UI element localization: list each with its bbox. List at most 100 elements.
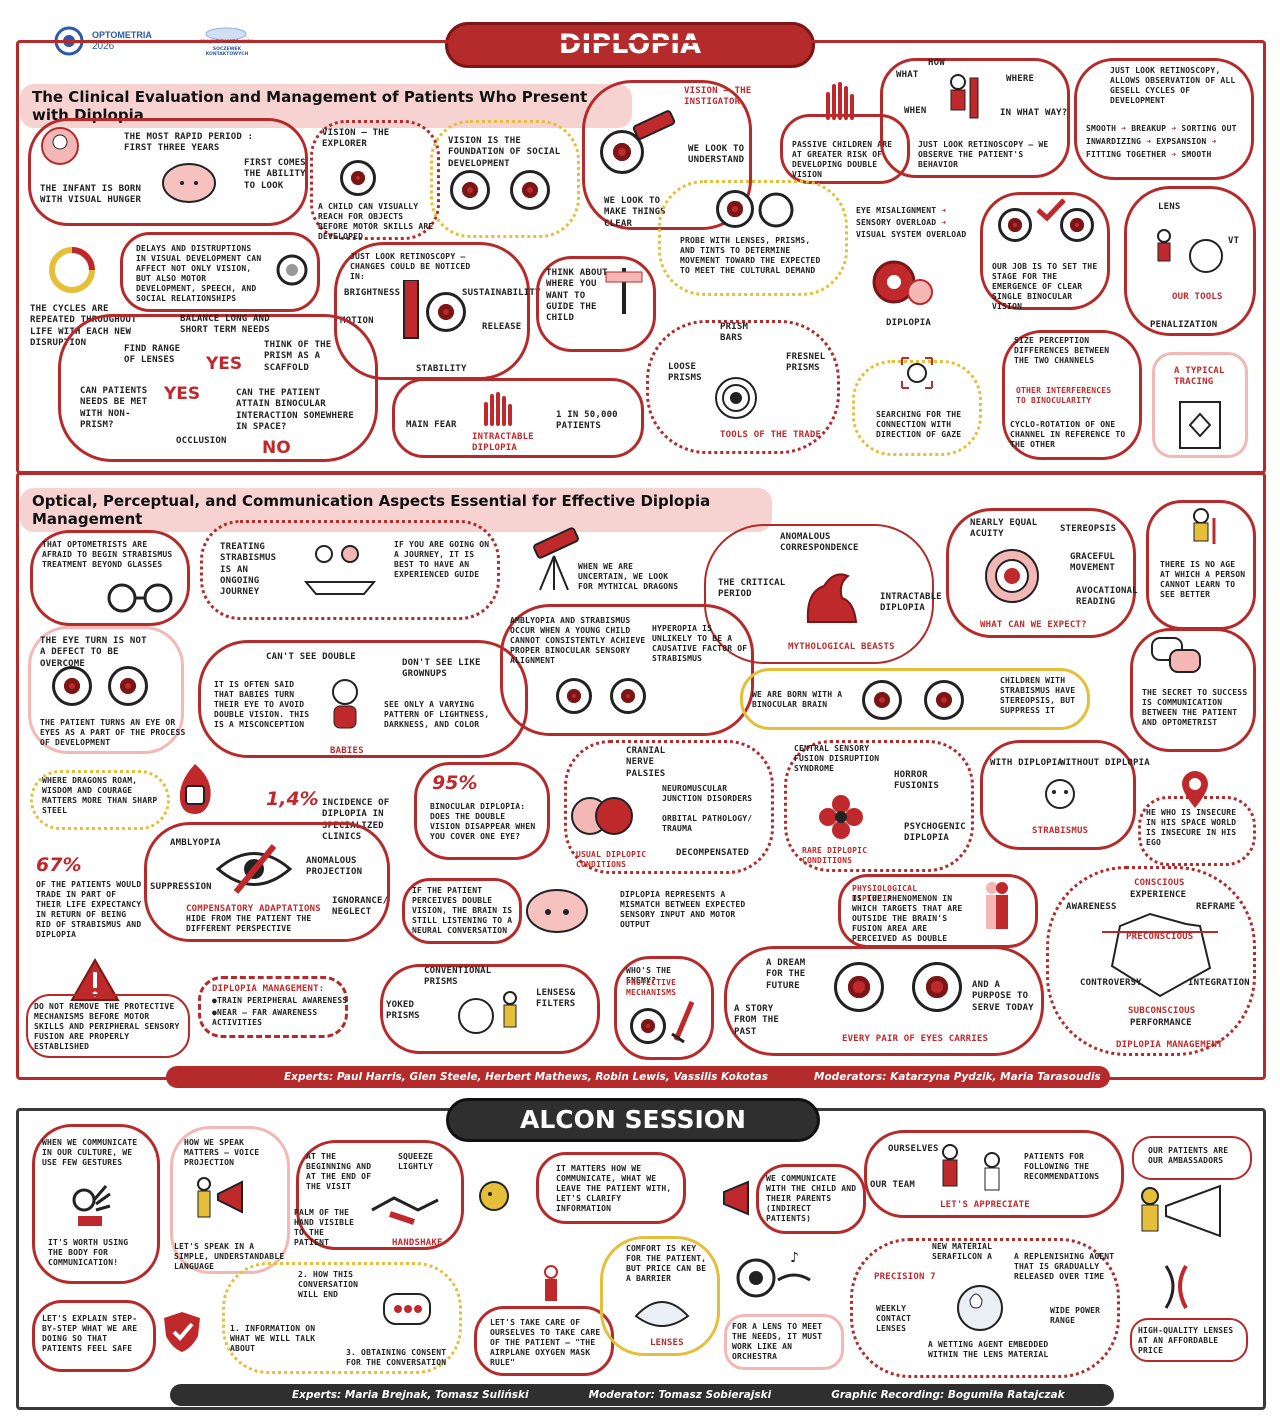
section2-experts: Experts: Paul Harris, Glen Steele, Herbe… — [284, 1071, 769, 1083]
logo-name: OPTOMETRIA — [92, 30, 152, 40]
ourselves-text: Ourselves — [888, 1144, 939, 1154]
communicate-child-text: We communicate with the child and their … — [766, 1174, 857, 1223]
speech-bubbles-icon — [1151, 637, 1201, 673]
our-job-text: Our job is to set the stage for the emer… — [992, 262, 1098, 311]
amblyopia-strab-text: Amblyopia and strabismus occur when a yo… — [510, 616, 646, 665]
yoked-text: Yoked prisms — [386, 1000, 420, 1022]
dragons-roam-text: Where dragons roam, wisdom and courage m… — [42, 776, 158, 815]
neural-bubble — [402, 878, 522, 944]
explorer-bubble — [310, 120, 440, 240]
sensory-label: Sensory overload — [856, 218, 937, 227]
gears-icon — [872, 260, 933, 305]
delays-bubble — [120, 232, 320, 312]
infant-bubble — [28, 118, 308, 226]
gesell-smooth-end: Smooth — [1181, 150, 1212, 159]
when-text: When — [904, 106, 927, 116]
child-reach-text: A child can visually reach for objects b… — [318, 202, 434, 241]
people-thumbs-icon — [942, 1144, 1000, 1191]
infant-born-text: The infant is born with visual hunger — [40, 184, 142, 206]
secret-text: The secret to success is communication b… — [1142, 688, 1248, 727]
wetting-text: A wetting agent embedded within the lens… — [928, 1340, 1049, 1359]
bin-eye-left-icon — [862, 680, 902, 720]
think-guide-text: Think about where you want to guide the … — [546, 268, 608, 323]
cranial-text: Cranial nerve palsies — [626, 746, 666, 779]
vision-explorer-text: Vision – the explorer — [322, 128, 390, 150]
binocular-dip-text: Binocular diplopia: does the double visi… — [430, 802, 536, 841]
section2-title: Optical, Perceptual, and Communication A… — [20, 488, 772, 532]
appreciate-text: Let's appreciate — [940, 1200, 1030, 1210]
contact-lens-logo-icon — [205, 27, 247, 40]
prism-person-icon — [458, 991, 517, 1034]
dream-text: A dream for the future — [766, 958, 806, 991]
lens-flip-icon — [1164, 1264, 1188, 1309]
partner-logo-line2: SOCZEWEK KONTAKTOWYCH — [205, 47, 249, 57]
sensory-overload-text: Sensory overload ➜ — [856, 218, 947, 227]
social-foundation-text: Vision is the foundation of social devel… — [448, 136, 561, 169]
speak-matters-text: How we speak matters – voice projection — [184, 1138, 260, 1167]
section2-footer: Experts: Paul Harris, Glen Steele, Herbe… — [166, 1066, 1110, 1088]
conversation-bubble — [222, 1262, 462, 1374]
nearly-equal-text: Nearly equal acuity — [970, 518, 1038, 540]
other-interference-text: Other interferences to binocularity — [1016, 386, 1112, 405]
afraid-bubble — [30, 530, 190, 626]
conv-prisms-text: Conventional prisms — [424, 966, 492, 988]
babies-turn-text: It is often said that babies turn their … — [214, 680, 310, 729]
baby-icon — [41, 127, 79, 165]
wide-power-text: Wide power range — [1050, 1306, 1101, 1325]
serafilcon-bubble — [850, 1238, 1120, 1378]
amblyopia-text: Amblyopia — [170, 838, 221, 848]
treating-text: Treating strabismus is an ongoing journe… — [220, 542, 277, 597]
telescope-tripod-icon — [533, 527, 579, 591]
searching-text: Searching for the connection with direct… — [876, 410, 962, 439]
pct95-bubble — [414, 762, 550, 860]
gestures-bubble — [32, 1124, 160, 1284]
reframe-text: Reframe — [1196, 902, 1236, 912]
rare-text: Rare diplopic conditions — [802, 846, 868, 865]
body-comm-text: It's worth using the body for communicat… — [48, 1238, 129, 1267]
high-quality-text: High-quality lenses at an affordable pri… — [1138, 1326, 1234, 1355]
instigator-bubble — [582, 80, 752, 230]
performance-text: Performance — [1130, 1018, 1192, 1028]
subconscious-text: Subconscious — [1128, 1006, 1196, 1016]
consent-text: 3. Obtaining consent for the conversatio… — [346, 1348, 447, 1367]
how-text: How — [928, 58, 945, 68]
do-not-remove-text: Do not remove the protective mechanisms … — [34, 1002, 180, 1051]
flower-icon — [819, 795, 863, 839]
brain-icon — [162, 163, 216, 203]
one-in-text: 1 in 50,000 patients — [556, 410, 618, 432]
penalization-text: Penalization — [1150, 320, 1218, 330]
ignorance-text: Ignorance/ neglect — [332, 896, 389, 918]
strabismus-text: Strabismus — [1032, 826, 1089, 836]
born-binocular-text: We are born with a binocular brain — [752, 690, 843, 709]
dragon-icon — [806, 573, 858, 623]
look-understand-text: We look to understand — [688, 144, 745, 166]
loose-prisms-text: Loose prisms — [668, 362, 702, 384]
lenses-text: Lenses — [650, 1338, 684, 1348]
iceberg-icon — [1102, 912, 1218, 998]
main-fear-text: Main fear — [406, 420, 457, 430]
can-attain-text: Can the patient attain binocular interac… — [236, 388, 354, 432]
pct-67: 67% — [36, 854, 82, 876]
our-job-bubble — [980, 192, 1110, 310]
enemy-text: Who's the enemy? — [626, 966, 672, 985]
pct-95: 95% — [432, 772, 478, 794]
gesell-bubble — [1074, 58, 1254, 180]
megaphone-person-icon — [197, 1177, 243, 1218]
job-eye-right-icon — [1060, 208, 1094, 242]
searching-bubble — [852, 360, 982, 456]
alcon-footer: Experts: Maria Brejnak, Tomasz Suliński … — [170, 1384, 1114, 1406]
stop-hand-icon — [484, 392, 512, 426]
disruption-eye-icon — [276, 254, 308, 286]
enemy-bubble — [614, 956, 714, 1060]
lenses-filters-text: Lenses& filters — [536, 988, 576, 1010]
integration-text: Integration — [1188, 978, 1250, 988]
comfort-text: Comfort is key for the patient, but pric… — [626, 1244, 707, 1283]
hide-text: hide from the patient the different pers… — [186, 914, 312, 933]
ok-hand-icon — [72, 1185, 111, 1226]
turn-eye-right-icon — [108, 666, 148, 706]
handshake-bubble — [296, 1140, 464, 1250]
social-eye-left-icon — [450, 170, 490, 210]
how-end-text: 2. How this conversation will end — [298, 1270, 359, 1299]
orchestra-bubble — [724, 1314, 844, 1370]
turns-eye-text: The patient turns an eye or eyes as a pa… — [40, 718, 186, 747]
